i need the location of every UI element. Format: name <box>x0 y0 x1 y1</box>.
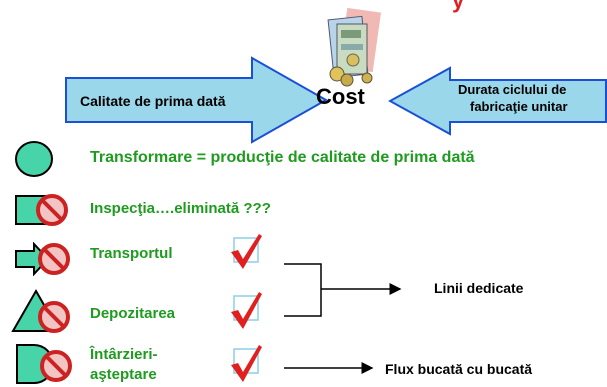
triangle-storage-icon <box>11 288 70 333</box>
arrow-transport-icon <box>15 242 70 276</box>
linii-dedicate-label: Linii dedicate <box>434 280 524 296</box>
cycle-time-label-line1: Durata ciclului de <box>458 82 567 97</box>
top-partial-letter: y <box>452 0 465 13</box>
checkmark-icon <box>231 234 262 269</box>
money-stack-icon <box>327 8 382 87</box>
cycle-time-arrow <box>388 66 607 136</box>
cost-label: Cost <box>316 84 365 109</box>
cycle-time-label-line2: fabricaţie unitar <box>470 99 568 114</box>
flux-label: Flux bucată cu bucată <box>385 361 533 377</box>
circle-operation-icon <box>15 141 53 177</box>
inspectia-label: Inspecţia….eliminată ??? <box>90 200 271 217</box>
depozitarea-label: Depozitarea <box>90 305 176 322</box>
intarzieri-label-line1: Întârzieri- <box>90 346 158 363</box>
checkmark-icon <box>231 292 262 329</box>
transformare-label: Transformare = producţie de calitate de … <box>90 149 475 166</box>
square-inspection-icon <box>15 194 68 226</box>
checkmark-icon <box>231 345 262 382</box>
quality-arrow-label: Calitate de prima dată <box>80 93 226 109</box>
d-delay-icon <box>16 344 72 384</box>
quality-arrow <box>65 56 328 144</box>
transportul-label: Transportul <box>90 245 173 262</box>
intarzieri-label-line2: aşteptare <box>90 366 157 383</box>
